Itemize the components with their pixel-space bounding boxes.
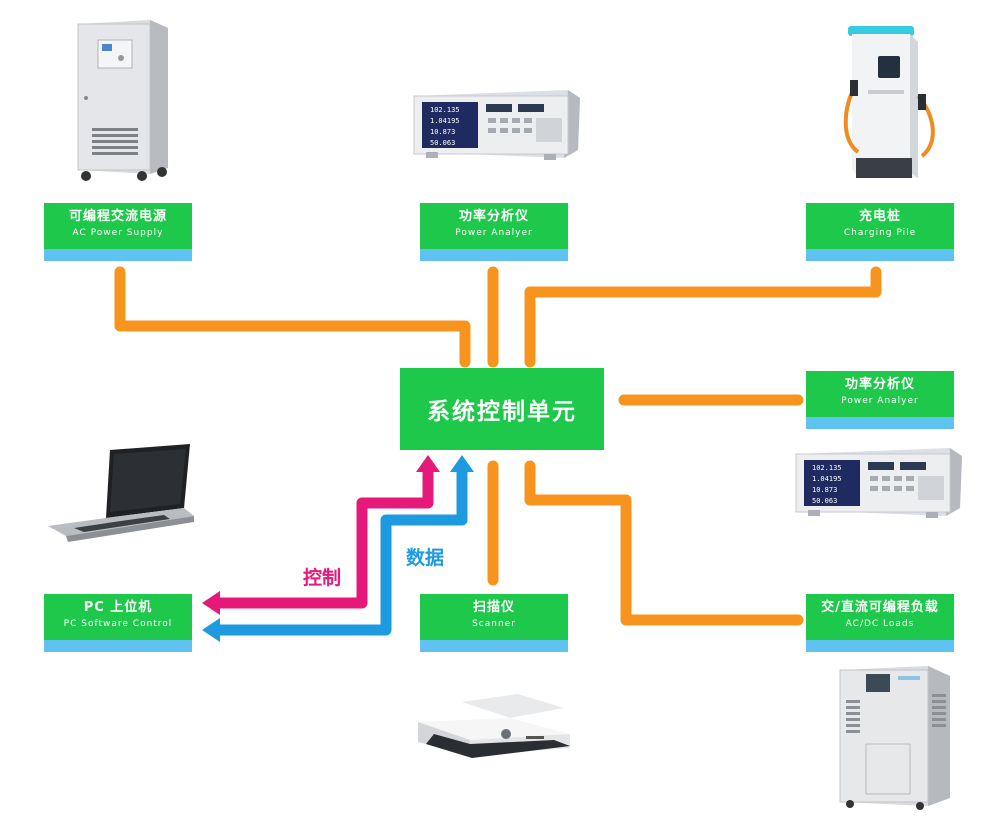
node-charging-pile-en: Charging Pile (843, 228, 917, 238)
control-arrow-head-up (416, 455, 440, 472)
node-scanner-en: Scanner (472, 619, 516, 629)
node-scanner-cn: 扫描仪 (472, 600, 515, 615)
node-ac-power-supply-cn: 可编程交流电源 (68, 209, 167, 224)
power-analyzer-top-device-icon: 102.135 1.04195 10.873 50.063 (413, 90, 580, 160)
node-pc-cn: PC 上位机 (83, 600, 153, 615)
power-analyzer-right-device-icon: 102.135 1.04195 10.873 50.063 (795, 448, 962, 518)
node-charging-pile: 充电桩 Charging Pile (806, 203, 954, 261)
system-control-unit-label: 系统控制单元 (427, 399, 577, 425)
charging-pile-icon (843, 26, 935, 178)
data-arrow-head-left (202, 618, 220, 642)
node-power-analyzer-top: 功率分析仪 Power Analyer (420, 203, 568, 261)
ac-power-supply-cabinet-icon (77, 20, 168, 181)
wire-loads (524, 460, 804, 626)
node-power-analyzer-right-cn: 功率分析仪 (844, 377, 915, 392)
control-arrow-line (218, 470, 434, 609)
analyzer-right-reading-3: 10.873 (812, 486, 837, 494)
analyzer-top-reading-4: 50.063 (430, 139, 455, 147)
scanner-icon (418, 694, 570, 758)
node-pc: PC 上位机 PC Software Control (44, 594, 192, 652)
node-pc-en: PC Software Control (63, 619, 173, 629)
analyzer-right-reading-1: 102.135 (812, 464, 842, 472)
analyzer-top-reading-2: 1.04195 (430, 117, 460, 125)
node-ac-power-supply-en: AC Power Supply (72, 228, 164, 238)
node-power-analyzer-right-en: Power Analyer (841, 396, 919, 406)
control-label: 控制 (303, 567, 342, 589)
node-power-analyzer-right: 功率分析仪 Power Analyer (806, 371, 954, 429)
node-scanner: 扫描仪 Scanner (420, 594, 568, 652)
data-arrow-head-up (450, 455, 474, 472)
control-arrow-head-left (202, 591, 220, 615)
node-ac-dc-loads-cn: 交/直流可编程负载 (821, 600, 939, 615)
node-ac-dc-loads-en: AC/DC Loads (845, 619, 915, 629)
wire-charging-pile (524, 266, 882, 368)
node-ac-power-supply: 可编程交流电源 AC Power Supply (44, 203, 192, 261)
node-power-analyzer-top-cn: 功率分析仪 (458, 209, 529, 224)
system-control-unit: 系统控制单元 (400, 368, 604, 450)
ac-dc-loads-cabinet-icon (839, 666, 950, 810)
wire-ac-supply (114, 266, 471, 368)
analyzer-right-reading-2: 1.04195 (812, 475, 842, 483)
analyzer-right-reading-4: 50.063 (812, 497, 837, 505)
analyzer-top-reading-1: 102.135 (430, 106, 460, 114)
node-ac-dc-loads: 交/直流可编程负载 AC/DC Loads (806, 594, 954, 652)
data-arrow-line (218, 470, 468, 636)
analyzer-top-reading-3: 10.873 (430, 128, 455, 136)
node-charging-pile-cn: 充电桩 (858, 209, 901, 224)
node-power-analyzer-top-en: Power Analyer (455, 228, 533, 238)
laptop-icon (48, 444, 194, 542)
data-label: 数据 (406, 547, 445, 569)
